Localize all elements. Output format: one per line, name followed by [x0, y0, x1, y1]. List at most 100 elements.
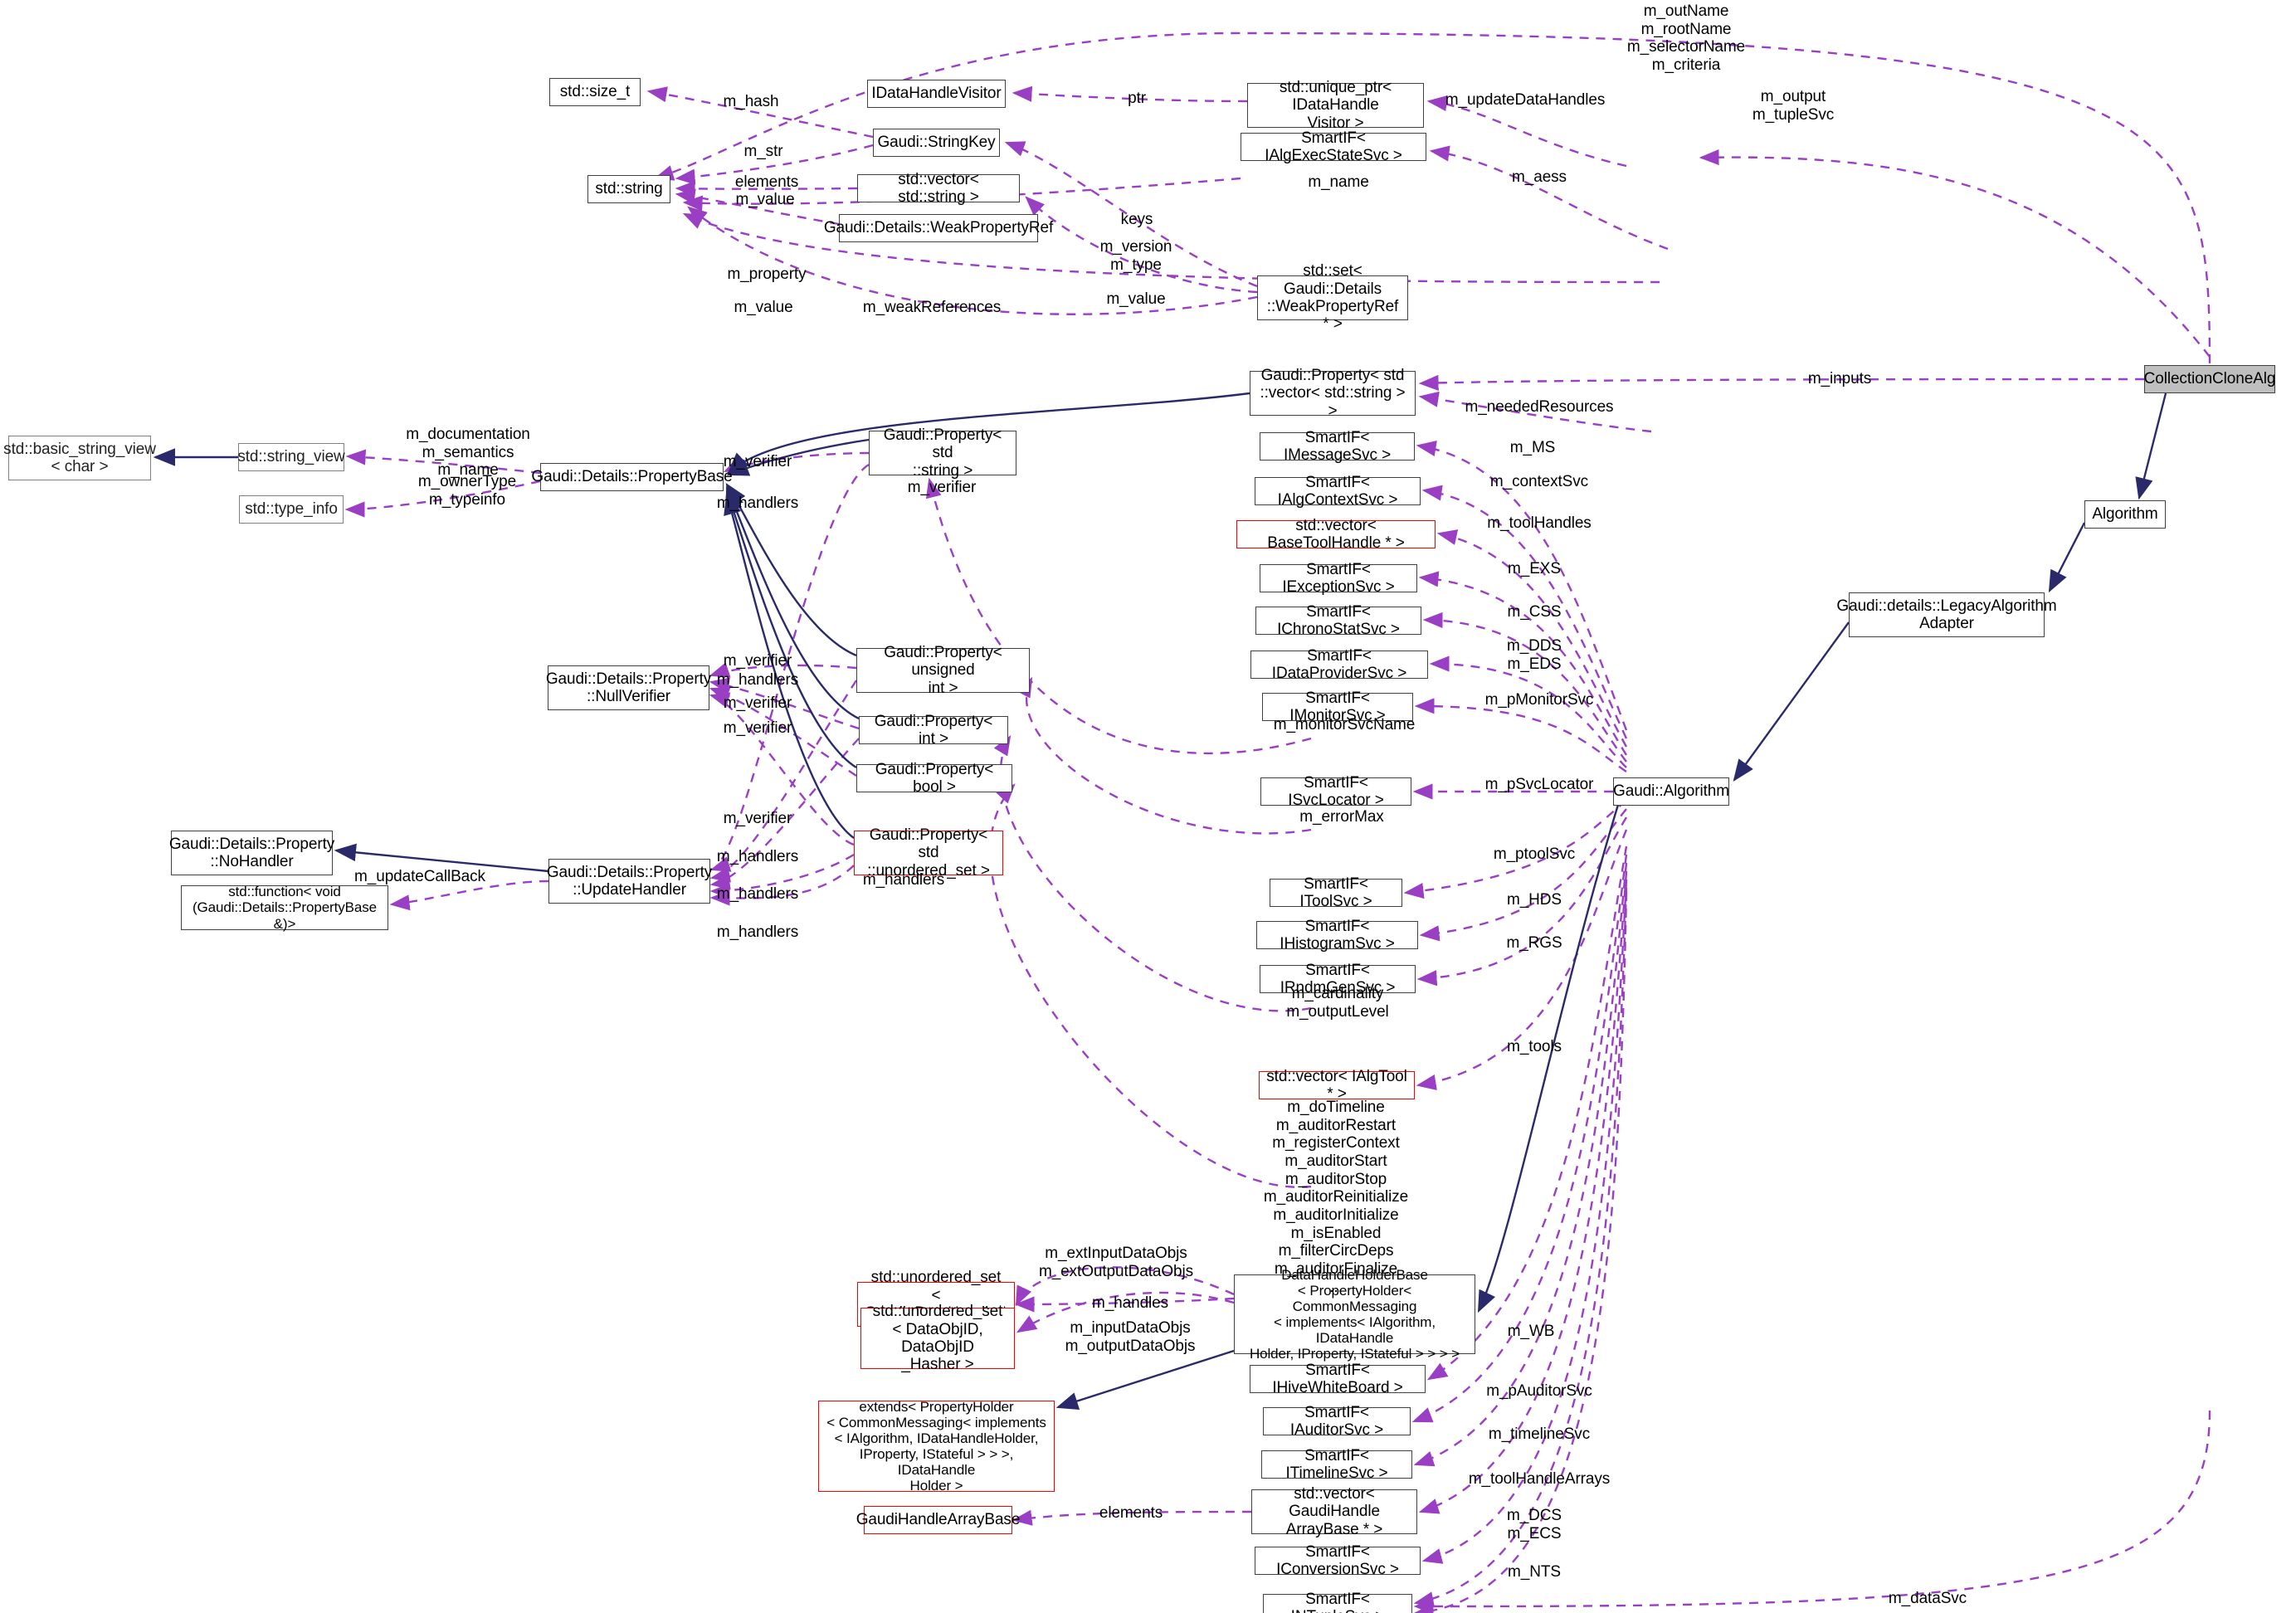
- edge-label-m-value-top: m_value: [735, 191, 795, 208]
- edge-label-m-css: m_CSS: [1507, 603, 1562, 621]
- edge-label-m-hash: m_hash: [723, 93, 779, 110]
- edge-label-m-str: m_str: [743, 143, 783, 160]
- node-algorithm: Algorithm: [2084, 500, 2166, 529]
- node-legacyalgorithmadapter: Gaudi::details::LegacyAlgorithm Adapter: [1836, 592, 2057, 637]
- edge-label-m-name: m_name: [1308, 173, 1369, 191]
- node-unordered-set-dataobjid: std::unordered_set < DataObjID, DataObjI…: [860, 1303, 1015, 1373]
- node-smartif-isvclocator: SmartIF< ISvcLocator >: [1260, 774, 1411, 809]
- node-smartif-intuplesvc: SmartIF< INTupleSvc >: [1263, 1591, 1412, 1613]
- edge-label-m-verifier-5: m_verifier: [723, 719, 792, 737]
- node-vector-basetoolhandle-ptr: std::vector< BaseToolHandle * >: [1236, 517, 1436, 552]
- node-smartif-ialgcontextsvc: SmartIF< IAlgContextSvc >: [1255, 474, 1421, 509]
- edge-label-m-dds-eds: m_DDS m_EDS: [1506, 637, 1562, 673]
- edge-label-m-nts: m_NTS: [1508, 1563, 1561, 1581]
- edge-label-m-rgs: m_RGS: [1506, 934, 1562, 952]
- edge-label-ptr: ptr: [1128, 90, 1146, 107]
- node-smartif-ihistogramsvc: SmartIF< IHistogramSvc >: [1256, 918, 1418, 953]
- node-gaudihandlearraybase: GaudiHandleArrayBase: [856, 1506, 1020, 1534]
- edge-label-output-tuplesvc: m_output m_tupleSvc: [1752, 88, 1835, 124]
- node-std-string: std::string: [587, 175, 670, 203]
- edge-label-m-verifier-6: m_verifier: [723, 810, 792, 827]
- node-property-nullverifier: Gaudi::Details::Property ::NullVerifier: [546, 665, 711, 710]
- edge-label-m-handlers-6: m_handlers: [716, 923, 799, 941]
- edge-label-m-tools: m_tools: [1507, 1038, 1562, 1055]
- edge-label-m-contextsvc: m_contextSvc: [1489, 473, 1589, 490]
- edge-label-m-cardinality: m_cardinality m_outputLevel: [1286, 985, 1389, 1021]
- edge-label-m-handlers-5: m_handlers: [862, 871, 945, 889]
- node-extends-propertyholder: extends< PropertyHolder < CommonMessagin…: [818, 1399, 1055, 1494]
- edge-label-m-handlers-1: m_handlers: [716, 495, 799, 512]
- node-smartif-iauditorsvc: SmartIF< IAuditorSvc >: [1263, 1404, 1411, 1439]
- node-type-info: std::type_info: [239, 495, 344, 524]
- node-gaudi-algorithm: Gaudi::Algorithm: [1613, 777, 1729, 806]
- edge-label-m-dcs-ecs: m_DCS m_ECS: [1506, 1507, 1562, 1542]
- node-weakpropertyref: Gaudi::Details::WeakPropertyRef: [824, 214, 1053, 242]
- edge-label-m-value-left: m_value: [734, 299, 793, 316]
- edge-label-m-ms: m_MS: [1509, 439, 1556, 456]
- edge-label-update-data-handles: m_updateDataHandles: [1445, 91, 1606, 109]
- edge-label-m-ownertype: m_ownerType m_typeinfo: [417, 473, 517, 509]
- edge-label-m-aess: m_aess: [1512, 168, 1567, 186]
- edge-label-m-timelinesvc: m_timelineSvc: [1488, 1425, 1591, 1443]
- node-collectionclonealg: CollectionCloneAlg: [2144, 365, 2275, 393]
- node-set-weakpropertyref-ptr: std::set< Gaudi::Details ::WeakPropertyR…: [1257, 262, 1408, 333]
- edge-label-m-inputs: m_inputs: [1807, 370, 1872, 387]
- node-std-size-t: std::size_t: [549, 78, 641, 106]
- edge-label-m-handlers-4: m_handlers: [716, 885, 799, 903]
- edge-label-m-toolhandles: m_toolHandles: [1487, 514, 1592, 532]
- node-property-unordered-set: Gaudi::Property< std ::unordered_set >: [854, 826, 1003, 880]
- edge-label-elements-bottom: elements: [1099, 1504, 1163, 1522]
- node-smartif-imonitorsvc: SmartIF< IMonitorSvc >: [1262, 690, 1413, 724]
- node-vector-ialgtool-ptr: std::vector< IAlgTool * >: [1259, 1068, 1415, 1103]
- node-property-updatehandler: Gaudi::Details::Property ::UpdateHandler: [547, 859, 712, 904]
- node-string-view: std::string_view: [237, 443, 345, 471]
- edge-label-keys: keys: [1120, 211, 1153, 228]
- node-propertybase: Gaudi::Details::PropertyBase: [531, 463, 733, 491]
- edge-label-m-documentation: m_documentation m_semantics m_name: [406, 426, 530, 480]
- node-smartif-imessagesvc: SmartIF< IMessageSvc >: [1260, 429, 1415, 464]
- edge-label-m-datasvc: m_dataSvc: [1888, 1590, 1967, 1607]
- edge-label-m-toolhandlearrays: m_toolHandleArrays: [1468, 1470, 1611, 1488]
- node-smartif-itimelinesvc: SmartIF< ITimelineSvc >: [1261, 1447, 1412, 1482]
- edge-label-m-verifier-1: m_verifier: [723, 453, 792, 470]
- edge-label-m-handlers-2: m_handlers: [716, 671, 799, 689]
- node-vector-gaudihandlearraybase-ptr: std::vector< GaudiHandle ArrayBase * >: [1251, 1485, 1417, 1538]
- edge-label-version-type: m_version m_type: [1099, 238, 1172, 274]
- node-idatahandlevisitor: IDataHandleVisitor: [867, 80, 1006, 108]
- node-smartif-iconversionsvc: SmartIF< IConversionSvc >: [1255, 1543, 1421, 1578]
- edge-label-m-errormax: m_errorMax: [1299, 808, 1384, 826]
- edge-label-m-weakreferences: m_weakReferences: [862, 299, 1002, 316]
- edge-label-m-verifier-2: m_verifier: [907, 479, 977, 496]
- node-smartif-irndmgensvc: SmartIF< IRndmGenSvc >: [1260, 962, 1416, 997]
- edge-label-m-verifier-4: m_verifier: [723, 694, 792, 712]
- edge-label-m-dotimeline-group: m_doTimeline m_auditorRestart m_register…: [1263, 1099, 1409, 1296]
- edge-label-m-pauditorsvc: m_pAuditorSvc: [1486, 1382, 1592, 1400]
- node-vector-std-string: std::vector< std::string >: [857, 171, 1020, 206]
- node-property-nohandler: Gaudi::Details::Property ::NoHandler: [169, 831, 334, 875]
- node-smartif-ihivewhiteboard: SmartIF< IHiveWhiteBoard >: [1250, 1362, 1426, 1396]
- edge-label-m-monitorsvcname: m_monitorSvcName: [1273, 716, 1416, 733]
- edge-label-outname-group: m_outName m_rootName m_selectorName m_cr…: [1626, 2, 1746, 74]
- node-smartif-ialgexecstatesvc: SmartIF< IAlgExecStateSvc >: [1241, 129, 1426, 164]
- node-smartif-iexceptionsvc: SmartIF< IExceptionSvc >: [1260, 561, 1417, 596]
- edge-label-m-exs: m_EXS: [1508, 560, 1561, 577]
- node-property-string: Gaudi::Property< std ::string >: [869, 426, 1016, 480]
- edge-label-m-wb: m_WB: [1507, 1323, 1555, 1340]
- node-property-vector-string: Gaudi::Property< std ::vector< std::stri…: [1250, 367, 1416, 420]
- node-smartif-idataprovidersvc: SmartIF< IDataProviderSvc >: [1250, 647, 1428, 682]
- edge-label-m-handles: m_handles: [1091, 1294, 1169, 1312]
- edge-label-m-ptoolsvc: m_ptoolSvc: [1493, 845, 1576, 863]
- edge-label-m-handlers-3: m_handlers: [716, 848, 799, 865]
- edge-label-m-psvclocator: m_pSvcLocator: [1484, 776, 1594, 793]
- edge-label-elements-top: elements: [734, 173, 799, 191]
- edge-label-m-property: m_property: [727, 266, 807, 283]
- node-smartif-itoolsvc: SmartIF< IToolSvc >: [1270, 875, 1402, 910]
- edge-label-m-extinputdataobjs: m_extInputDataObjs m_extOutputDataObjs: [1038, 1245, 1194, 1280]
- node-property-bool: Gaudi::Property< bool >: [856, 761, 1012, 796]
- edge-label-m-verifier-3: m_verifier: [723, 652, 792, 670]
- edge-label-m-updatecallback: m_updateCallBack: [354, 868, 485, 885]
- edge-label-m-inputdataobjs: m_inputDataObjs m_outputDataObjs: [1065, 1319, 1196, 1355]
- edge-label-m-pmonitorsvc: m_pMonitorSvc: [1484, 691, 1594, 709]
- node-property-unsigned-int: Gaudi::Property< unsigned int >: [856, 644, 1030, 697]
